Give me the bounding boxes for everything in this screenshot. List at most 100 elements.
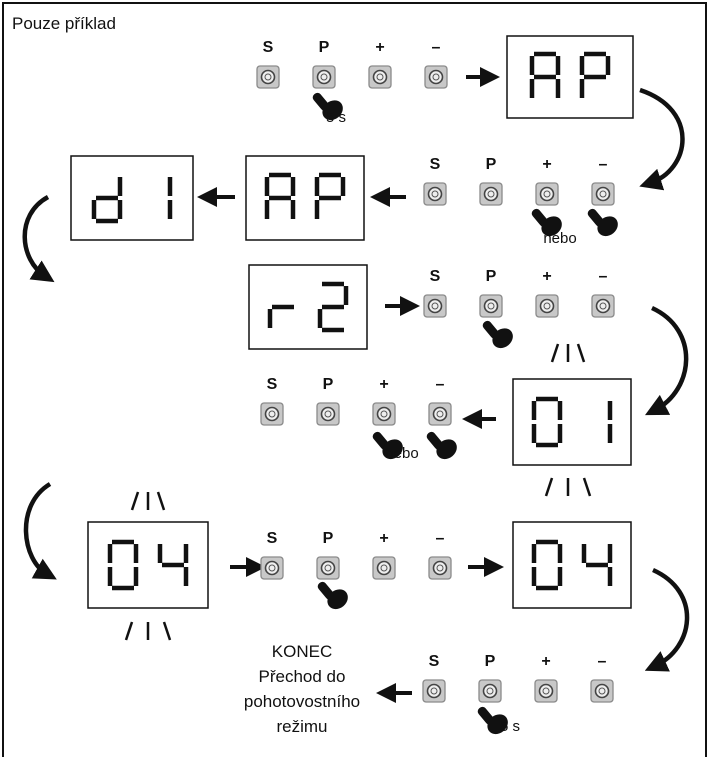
blink-rays-icon <box>124 621 172 641</box>
button-cap <box>427 298 443 314</box>
button-ring <box>380 410 388 418</box>
button-cap <box>427 186 443 202</box>
display-frame <box>245 155 365 241</box>
display-frame <box>70 155 194 241</box>
row1-label-minus: – <box>432 39 441 56</box>
row1-button-minus <box>424 65 448 89</box>
row3-label-minus: – <box>599 268 608 285</box>
pressing-finger-icon <box>312 92 343 121</box>
row2-button-plus <box>535 182 559 206</box>
display-d4 <box>248 264 368 350</box>
row5-label-p: P <box>323 530 334 547</box>
button-cap <box>376 406 392 422</box>
curved-arrow-icon <box>639 87 685 191</box>
button-cap <box>260 69 276 85</box>
button-ring <box>599 302 607 310</box>
button-ring <box>431 190 439 198</box>
button-ring <box>268 564 276 572</box>
row6-hold-time: 5 s <box>500 718 520 735</box>
example-note: Pouze příklad <box>12 14 116 33</box>
row2-button-s <box>423 182 447 206</box>
end-line: pohotovostního <box>244 692 360 711</box>
hand <box>492 328 513 349</box>
hand <box>382 439 403 460</box>
row5-button-s <box>260 556 284 580</box>
row4-label-s: S <box>267 376 278 393</box>
button-cap <box>372 69 388 85</box>
button-cap <box>483 186 499 202</box>
blink-rays-icon <box>130 491 166 511</box>
row2-label-p: P <box>486 156 497 173</box>
pressing-finger-icon <box>482 320 513 349</box>
button-ring <box>324 410 332 418</box>
button-ring <box>543 302 551 310</box>
curved-arrow-icon <box>22 195 55 283</box>
row4-label-p: P <box>323 376 334 393</box>
row2-label-s: S <box>430 156 441 173</box>
ray <box>576 343 586 363</box>
row4-button-plus <box>372 402 396 426</box>
row5-button-p <box>316 556 340 580</box>
button-cap <box>320 560 336 576</box>
button-cap <box>432 560 448 576</box>
row4-button-s <box>260 402 284 426</box>
button-ring <box>430 687 438 695</box>
end-line: Přechod do <box>259 667 346 686</box>
button-ring <box>376 73 384 81</box>
row4-button-p <box>316 402 340 426</box>
row3-button-plus <box>535 294 559 318</box>
button-cap <box>538 683 554 699</box>
button-cap <box>264 560 280 576</box>
button-cap <box>264 406 280 422</box>
button-ring <box>431 302 439 310</box>
curved-arrow-icon <box>644 305 689 416</box>
ray <box>162 621 172 641</box>
row6-label-p: P <box>485 653 496 670</box>
end-title: KONEC <box>272 642 332 661</box>
button-ring <box>487 190 495 198</box>
button-cap <box>428 69 444 85</box>
button-cap <box>539 186 555 202</box>
display-d3 <box>70 155 194 241</box>
ray <box>550 343 560 363</box>
row2-button-minus <box>591 182 615 206</box>
button-ring <box>598 687 606 695</box>
hand <box>327 589 348 610</box>
hand <box>597 216 618 237</box>
button-ring <box>543 190 551 198</box>
row4-label-minus: – <box>436 376 445 393</box>
row6-label-plus: + <box>541 653 550 670</box>
button-ring <box>487 302 495 310</box>
ray <box>124 621 134 641</box>
row5-button-minus <box>428 556 452 580</box>
row6-label-minus: – <box>598 653 607 670</box>
row6-button-p <box>478 679 502 703</box>
hand <box>322 100 343 121</box>
row6-button-s <box>422 679 446 703</box>
button-ring <box>542 687 550 695</box>
row4-button-minus <box>428 402 452 426</box>
curved-arrow-icon <box>23 482 57 580</box>
ray <box>156 491 166 511</box>
pressing-finger-icon <box>426 431 457 460</box>
row1-label-p: P <box>319 39 330 56</box>
pressing-finger-icon <box>477 706 508 735</box>
button-cap <box>483 298 499 314</box>
pressing-finger-icon <box>317 581 348 610</box>
button-ring <box>264 73 272 81</box>
curved-arrow-icon <box>644 567 690 672</box>
button-cap <box>426 683 442 699</box>
row3-label-p: P <box>486 268 497 285</box>
display-d2 <box>245 155 365 241</box>
row1-label-plus: + <box>375 39 384 56</box>
pressing-finger-icon <box>531 208 562 237</box>
button-ring <box>436 410 444 418</box>
button-ring <box>380 564 388 572</box>
button-ring <box>320 73 328 81</box>
ray <box>130 491 140 511</box>
hand <box>487 714 508 735</box>
ray <box>582 477 592 497</box>
row3-label-s: S <box>430 268 441 285</box>
